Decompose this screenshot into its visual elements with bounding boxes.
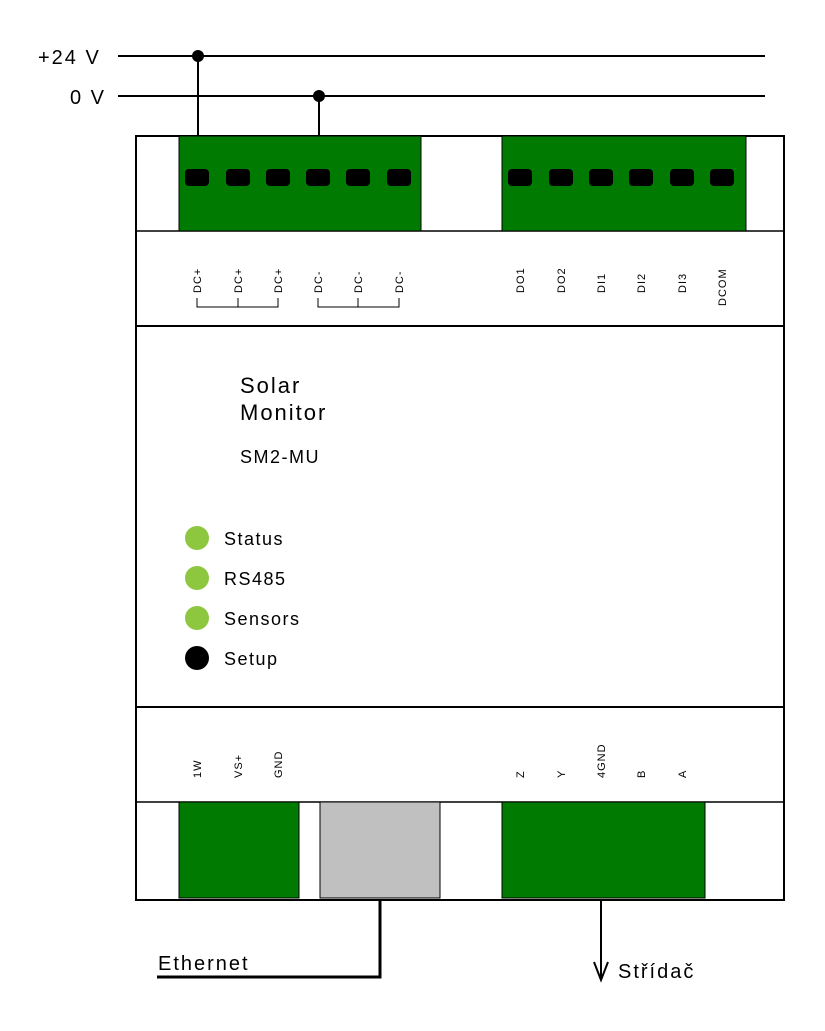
terminal-screw (710, 169, 734, 186)
led-label: Sensors (224, 609, 301, 629)
led-indicator (185, 566, 209, 590)
device-model: SM2-MU (240, 447, 320, 467)
terminal-label: DC+ (273, 268, 285, 293)
device-name-line2: Monitor (240, 400, 327, 425)
terminal-label: DC- (313, 270, 325, 293)
terminal-label: DC- (394, 270, 406, 293)
device-housing (135, 135, 785, 901)
terminal-screw (306, 169, 330, 186)
terminal-label: DO1 (515, 267, 527, 293)
terminal-label: DC+ (233, 268, 245, 293)
led-label: Status (224, 529, 284, 549)
terminal-label: DI2 (636, 273, 648, 293)
arrow-down-icon (593, 961, 609, 983)
ethernet-label: Ethernet (158, 953, 250, 975)
terminal-label: 4GND (596, 743, 608, 778)
terminal-label: VS+ (233, 754, 245, 778)
supply-plus-label: +24 V (38, 47, 101, 69)
bottom-left-terminal-block (178, 801, 300, 899)
device-name-line1: Solar (240, 373, 301, 398)
dc-minus-bracket (317, 298, 400, 308)
terminal-label: DO2 (556, 267, 568, 293)
bottom-right-terminal-block (501, 801, 706, 899)
ethernet-port (319, 801, 441, 899)
led-indicator (185, 606, 209, 630)
terminal-screw (629, 169, 653, 186)
terminal-screw (549, 169, 573, 186)
terminal-screw (266, 169, 290, 186)
led-indicator (185, 526, 209, 550)
terminal-label: DC+ (192, 268, 204, 293)
top-left-terminal-block (178, 135, 422, 232)
terminal-label: DCOM (717, 268, 729, 306)
terminal-label: A (677, 770, 689, 778)
ethernet-cable (157, 900, 382, 979)
terminal-screw (387, 169, 411, 186)
inverter-label: Střídač (618, 961, 695, 983)
supply-zero-label: 0 V (70, 87, 106, 109)
terminal-label: B (636, 770, 648, 778)
led-indicator (185, 646, 209, 670)
terminal-screw (589, 169, 613, 186)
terminal-label: Y (556, 770, 568, 778)
led-label: Setup (224, 649, 279, 669)
terminal-screw (185, 169, 209, 186)
terminal-label: DI3 (677, 273, 689, 293)
terminal-screw (346, 169, 370, 186)
terminal-label: Z (515, 770, 527, 778)
terminal-screw (670, 169, 694, 186)
terminal-screw (508, 169, 532, 186)
terminal-screw (226, 169, 250, 186)
terminal-label: 1W (192, 760, 204, 779)
terminal-label: DI1 (596, 273, 608, 293)
terminal-label: GND (273, 751, 285, 778)
top-right-terminal-block (501, 135, 747, 232)
terminal-label: DC- (353, 270, 365, 293)
dc-plus-bracket (196, 298, 279, 308)
led-label: RS485 (224, 569, 287, 589)
